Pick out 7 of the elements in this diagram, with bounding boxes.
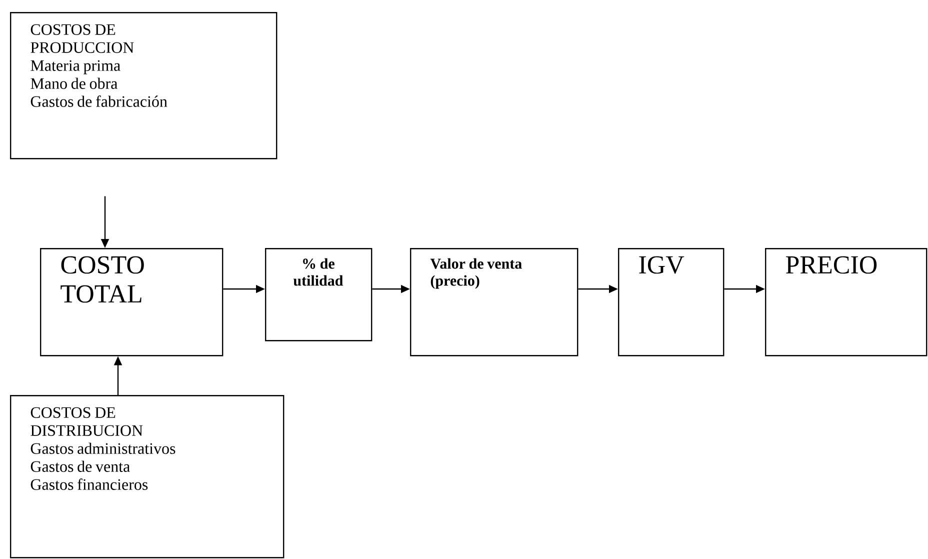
process-box: Valor de venta (precio): [410, 248, 578, 356]
process-box: % de utilidad: [265, 248, 372, 342]
cost-box: COSTOS DE DISTRIBUCION Gastos administrativos Gastos de venta Gastos financieros: [10, 395, 284, 558]
process-box: IGV: [618, 248, 724, 356]
cost-box: COSTOS DE PRODUCCION Materia prima Mano de obra Gastos de fabricación: [10, 12, 278, 160]
process-box: COSTO TOTAL: [40, 248, 224, 356]
process-box: PRECIO: [765, 248, 928, 356]
